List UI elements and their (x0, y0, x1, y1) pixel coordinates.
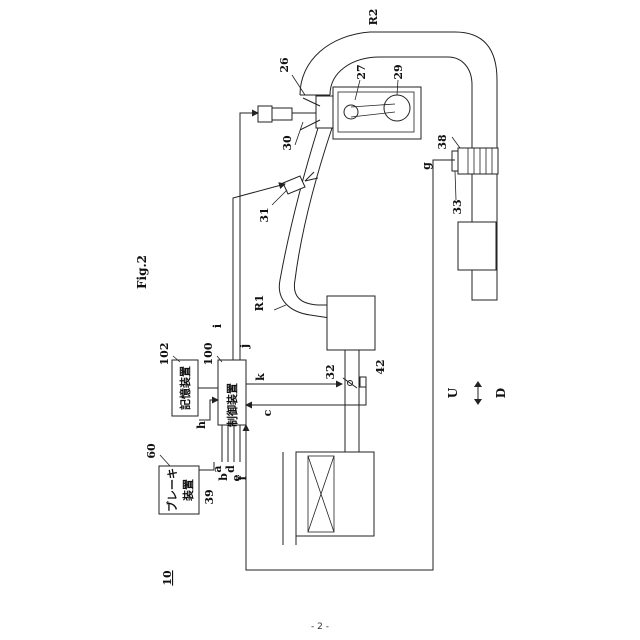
signal-d: d (224, 465, 237, 473)
ref-60: 60 (145, 443, 158, 459)
cylinder-head (316, 96, 333, 128)
ref-R1: R1 (253, 295, 266, 312)
ref-100: 100 (202, 342, 215, 365)
direction-up: U (446, 387, 460, 398)
ref-29: 29 (392, 64, 405, 79)
direction-down: D (494, 388, 508, 398)
arrow-up-head (474, 381, 482, 387)
signal-g: g (420, 162, 433, 170)
intake-pipe-r1-outer (294, 128, 332, 305)
signal-c: c (261, 409, 274, 416)
signal-b: b (217, 473, 230, 481)
system-ref: 10 (161, 570, 174, 586)
sensor-33 (452, 151, 458, 171)
signal-j-line (240, 113, 258, 360)
leader-31 (272, 190, 287, 205)
ref-38: 38 (436, 134, 449, 150)
arrow-down-head (474, 399, 482, 405)
signal-k: k (254, 373, 267, 381)
control-device-label: 制御装置 (225, 383, 239, 427)
signal-c-line (246, 387, 366, 405)
ref-27: 27 (355, 64, 368, 79)
leader-26 (292, 75, 305, 95)
ref-31: 31 (258, 207, 271, 222)
injector-body (258, 106, 272, 122)
signal-j: j (238, 344, 251, 349)
muffler (458, 222, 496, 270)
ref-26: 26 (278, 57, 291, 73)
ref-33: 33 (451, 199, 464, 214)
brake-device-label-2: 装置 (181, 479, 195, 502)
ref-42: 42 (374, 359, 387, 374)
storage-device-label: 記憶装置 (178, 366, 192, 410)
leader-30 (295, 122, 303, 145)
signal-h-line (199, 400, 218, 420)
signal-i: i (211, 324, 224, 328)
ref-30: 30 (281, 135, 294, 151)
leader-R1 (274, 305, 286, 310)
leader-60 (160, 455, 170, 466)
surge-tank (327, 296, 375, 350)
page-number: - 2 - (0, 622, 640, 632)
ref-R2: R2 (367, 9, 380, 26)
signal-h: h (195, 421, 208, 429)
fuel-injector-31 (283, 176, 305, 194)
injector-nozzle (272, 108, 292, 120)
brake-device-label-1: ブレーキ (165, 468, 179, 512)
ref-39: 39 (203, 489, 216, 504)
signal-a: a (211, 465, 224, 472)
ref-102: 102 (158, 343, 171, 366)
ref-32: 32 (324, 364, 337, 379)
leader-38 (452, 137, 460, 148)
throttle-sensor-42 (360, 377, 366, 387)
figure-label: Fig.2 (135, 255, 149, 289)
engine-block (333, 87, 421, 139)
leader-33 (455, 171, 456, 200)
